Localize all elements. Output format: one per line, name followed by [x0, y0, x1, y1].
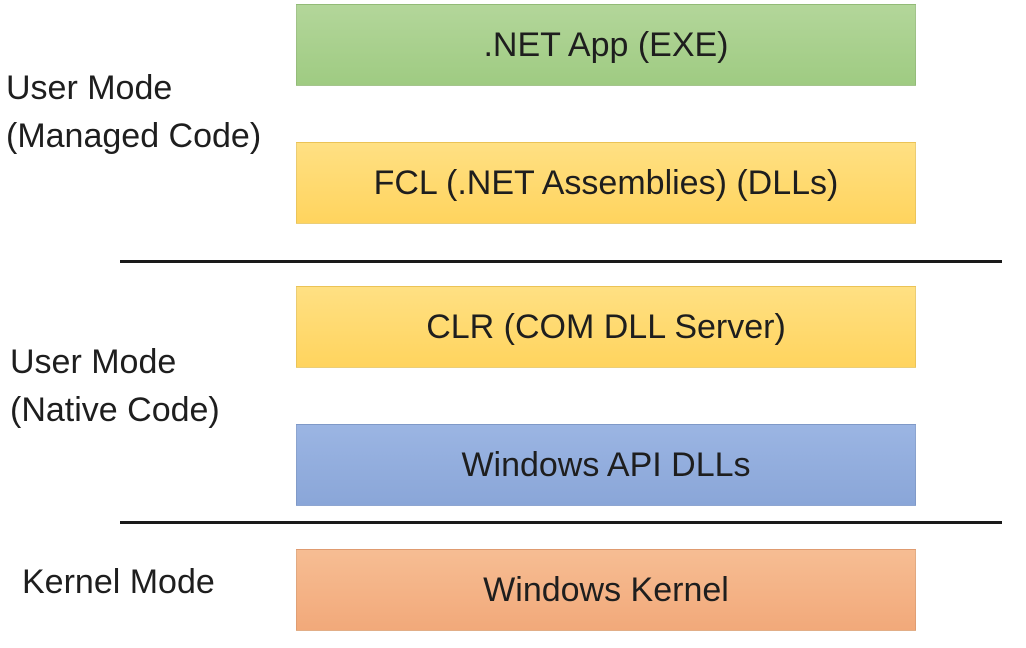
user-mode-managed-line2: (Managed Code): [6, 117, 262, 155]
clr-layer: CLR (COM DLL Server): [296, 286, 916, 368]
user-mode-managed-label: User Mode (Managed Code): [6, 64, 261, 160]
user-kernel-divider: [120, 521, 1002, 524]
fcl-label: FCL (.NET Assemblies) (DLLs): [373, 163, 839, 202]
windows-api-label: Windows API DLLs: [461, 445, 751, 484]
dotnet-app-layer: .NET App (EXE): [296, 4, 916, 86]
clr-label: CLR (COM DLL Server): [426, 307, 786, 346]
windows-api-layer: Windows API DLLs: [296, 424, 916, 506]
user-mode-native-line1: User Mode: [10, 343, 177, 381]
kernel-mode-label: Kernel Mode: [22, 558, 215, 606]
windows-kernel-layer: Windows Kernel: [296, 549, 916, 631]
fcl-layer: FCL (.NET Assemblies) (DLLs): [296, 142, 916, 224]
user-mode-native-label: User Mode (Native Code): [10, 338, 220, 434]
dotnet-app-label: .NET App (EXE): [483, 25, 729, 64]
user-mode-managed-line1: User Mode: [6, 69, 173, 107]
windows-kernel-label: Windows Kernel: [483, 570, 729, 609]
user-mode-native-line2: (Native Code): [10, 391, 220, 429]
kernel-mode-line1: Kernel Mode: [22, 563, 215, 601]
managed-native-divider: [120, 260, 1002, 263]
